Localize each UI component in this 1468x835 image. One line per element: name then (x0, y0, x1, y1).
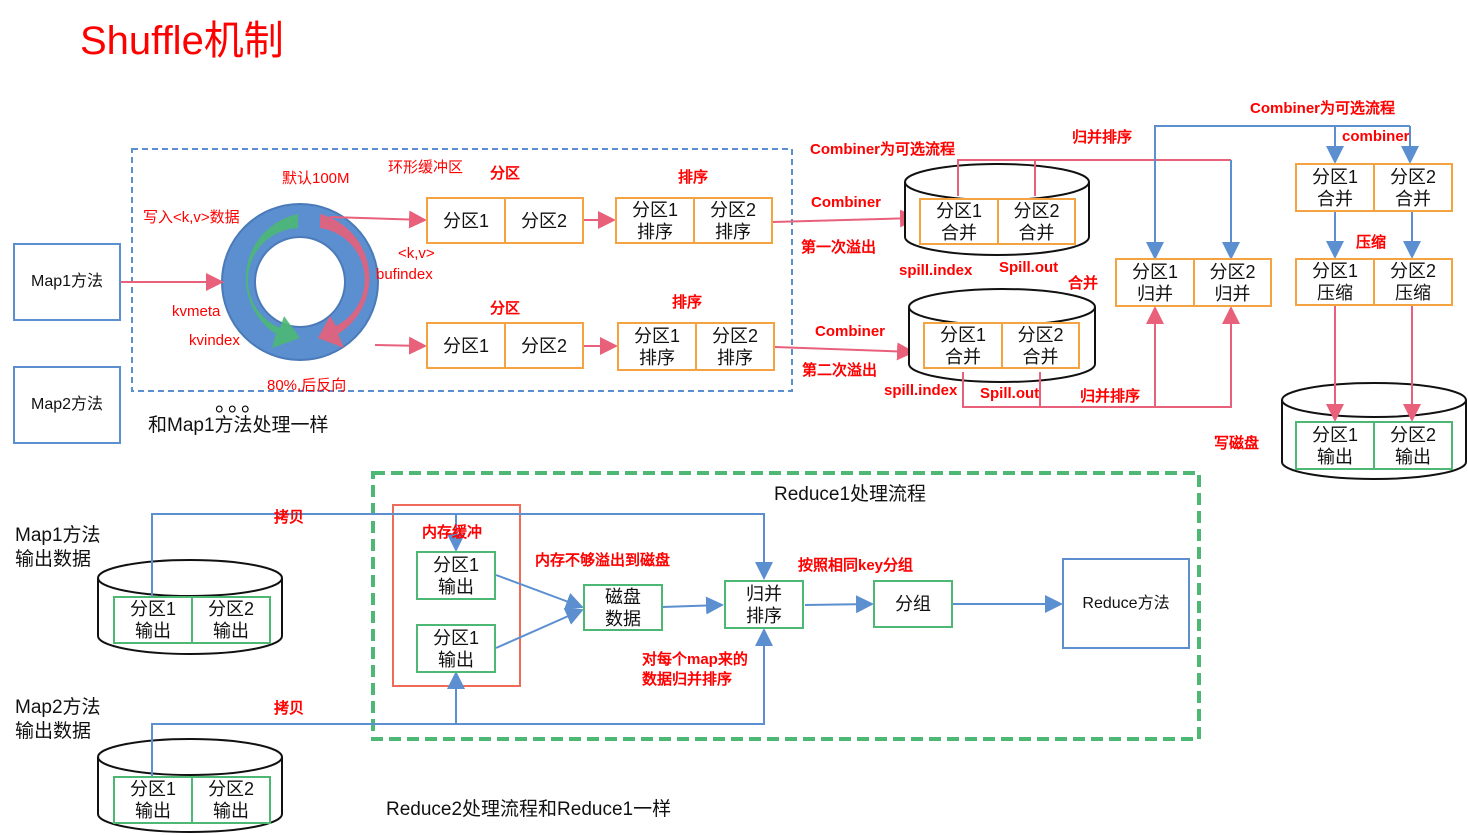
compressed-partition2: 分区2 压缩 (1373, 258, 1453, 306)
spill1-partition1: 分区1 合并 (919, 198, 999, 245)
map1-output-partition2: 分区2 输出 (191, 596, 271, 644)
merge-each-map-label: 对每个map来的 数据归并排序 (642, 651, 748, 688)
write-kv-label: 写入<k,v>数据 (143, 209, 240, 226)
reduce-dashed-region (371, 471, 1201, 741)
merge-label: 合并 (1068, 275, 1099, 292)
final-output-partition2: 分区2 输出 (1373, 421, 1453, 470)
combined-partition2: 分区2 合并 (1373, 163, 1453, 212)
map1-output-partition1: 分区1 输出 (113, 596, 193, 644)
map1-method-box[interactable]: Map1方法 (13, 243, 121, 321)
merged-partition1: 分区1 归并 (1115, 258, 1195, 307)
map2-output-partition1: 分区1 输出 (113, 776, 193, 824)
spill-index-label-1: spill.index (899, 262, 973, 279)
map2-output-label: Map2方法 输出数据 (15, 697, 101, 742)
sort-label-1: 排序 (678, 169, 709, 186)
spill1-partition2: 分区2 合并 (997, 198, 1076, 245)
combiner-lower-label: combiner (1342, 128, 1410, 145)
first-spill-label: 第一次溢出 (801, 239, 877, 256)
buffer-partition1-b: 分区1 输出 (416, 624, 496, 673)
partition2-box-row2: 分区2 (504, 322, 584, 369)
kvindex-label: kvindex (189, 332, 240, 349)
partition1-box-row2: 分区1 (426, 322, 506, 369)
reduce-method-box[interactable]: Reduce方法 (1062, 558, 1190, 649)
default-100m-label: 默认100M (282, 170, 350, 187)
combined-partition1: 分区1 合并 (1295, 163, 1375, 212)
partition1-box-row1: 分区1 (426, 197, 506, 244)
copy-label-2: 拷贝 (274, 700, 305, 717)
sort-label-2: 排序 (672, 294, 703, 311)
buffer-partition1-a: 分区1 输出 (416, 551, 496, 600)
spill-index-label-2: spill.index (884, 382, 958, 399)
kvmeta-label: kvmeta (172, 303, 221, 320)
memory-overflow-label: 内存不够溢出到磁盘 (535, 552, 671, 569)
spill-out-label-2: Spill.out (980, 385, 1040, 402)
partition2-sort-row2: 分区2 排序 (695, 322, 775, 371)
partition-label-1: 分区 (490, 165, 521, 182)
merge-sort-label-1: 归并排序 (1072, 129, 1133, 146)
eighty-reverse-label: 80%,后反向 (267, 377, 347, 394)
final-output-partition1: 分区1 输出 (1295, 421, 1375, 470)
kv-label: <k,v> (398, 245, 435, 262)
compress-label: 压缩 (1356, 234, 1387, 251)
group-box: 分组 (873, 580, 953, 628)
reduce2-note: Reduce2处理流程和Reduce1一样 (386, 799, 672, 820)
merge-sort-box: 归并 排序 (724, 580, 804, 629)
copy-label-1: 拷贝 (274, 509, 305, 526)
spill2-partition1: 分区1 合并 (923, 322, 1003, 369)
spill2-partition2: 分区2 合并 (1001, 322, 1080, 369)
combiner-label-1: Combiner (811, 194, 882, 211)
partition-label-2: 分区 (490, 300, 521, 317)
memory-buffer-label: 内存缓冲 (422, 524, 483, 541)
write-disk-label: 写磁盘 (1214, 435, 1260, 452)
group-by-key-label: 按照相同key分组 (798, 557, 914, 574)
page-title: Shuffle机制 (80, 19, 284, 63)
combiner-optional-label-1: Combiner为可选流程 (810, 141, 956, 158)
map2-output-partition2: 分区2 输出 (191, 776, 271, 824)
partition2-box-row1: 分区2 (504, 197, 584, 244)
red-arc-arrow (318, 214, 370, 348)
map2-method-box[interactable]: Map2方法 (13, 366, 121, 444)
merge-sort-label-2: 归并排序 (1080, 388, 1141, 405)
combiner-label-2: Combiner (815, 323, 886, 340)
reduce1-title: Reduce1处理流程 (774, 484, 927, 505)
compressed-partition1: 分区1 压缩 (1295, 258, 1375, 306)
green-arc-arrow (245, 214, 300, 348)
second-spill-label: 第二次溢出 (802, 362, 878, 379)
map1-output-label: Map1方法 输出数据 (15, 525, 101, 570)
ellipsis: 。。。 (215, 391, 266, 416)
partition1-sort-row1: 分区1 排序 (615, 197, 695, 244)
disk-data-box: 磁盘 数据 (583, 584, 663, 631)
partition2-sort-row1: 分区2 排序 (693, 197, 773, 244)
ring-buffer-label: 环形缓冲区 (388, 159, 464, 176)
merged-partition2: 分区2 归并 (1193, 258, 1272, 307)
map-dashed-region (131, 148, 793, 392)
bufindex-label: bufindex (376, 266, 433, 283)
same-as-map1-note: 和Map1方法处理一样 (148, 415, 329, 436)
partition1-sort-row2: 分区1 排序 (617, 322, 697, 371)
spill-out-label-1: Spill.out (999, 259, 1059, 276)
combiner-optional-label-2: Combiner为可选流程 (1250, 100, 1396, 117)
